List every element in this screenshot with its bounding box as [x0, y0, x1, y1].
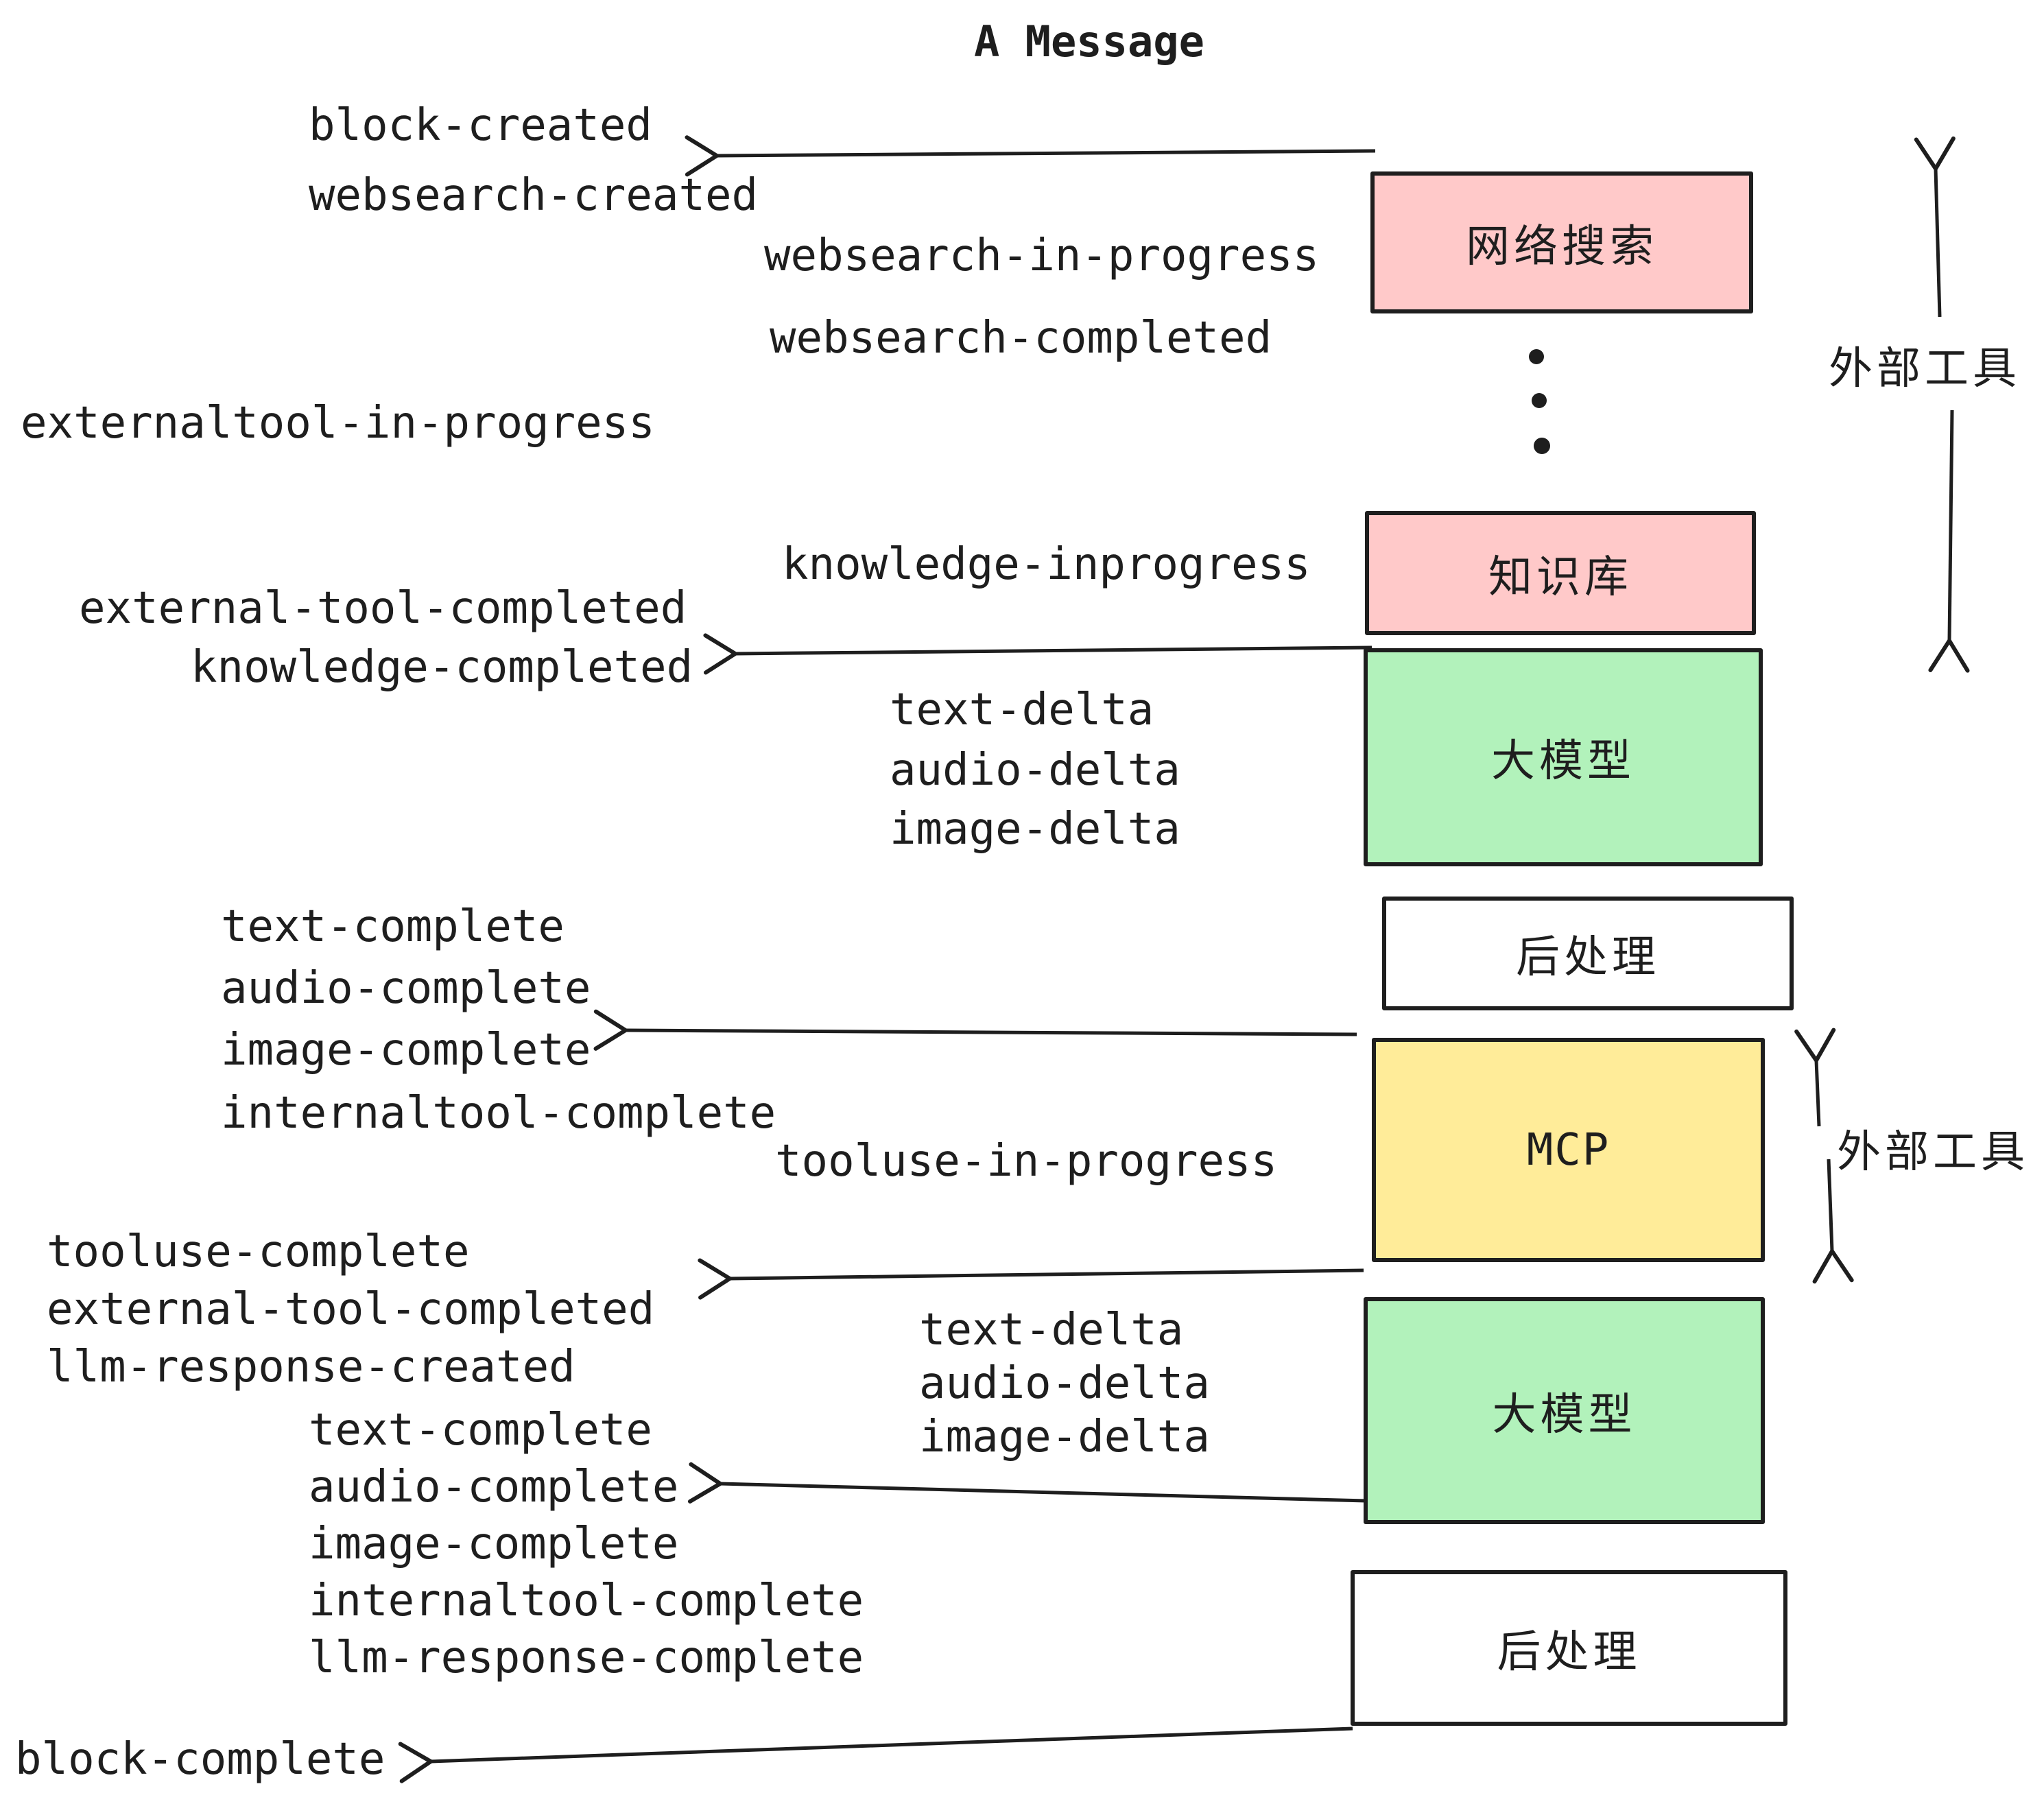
box-llm-2: 大模型 [1364, 1297, 1765, 1524]
event-websearch-created: websearch-created [309, 170, 759, 221]
event-image-delta-1: image-delta [890, 804, 1180, 855]
event-audio-delta-1: audio-delta [890, 745, 1180, 796]
ellipsis-dot [1534, 438, 1550, 454]
box-postprocess-1: 后处理 [1382, 897, 1794, 1010]
event-llm-response-created: llm-response-created [47, 1342, 575, 1392]
event-websearch-in-progress: websearch-in-progress [764, 230, 1320, 281]
arrow-external-tools-up-1 [1914, 136, 1956, 318]
event-knowledge-inprogress: knowledge-inprogress [782, 539, 1311, 590]
event-image-complete-2: image-complete [309, 1519, 679, 1569]
arrow-external-tools-down-2 [1812, 1159, 1854, 1284]
box-websearch-label: 网络搜索 [1466, 221, 1658, 272]
ellipsis-dot [1532, 393, 1547, 408]
event-llm-response-complete: llm-response-complete [309, 1633, 864, 1683]
arrow-external-tools-up-2 [1794, 1028, 1836, 1127]
event-internaltool-complete-1: internaltool-complete [221, 1088, 776, 1139]
box-llm-1: 大模型 [1364, 648, 1763, 866]
box-llm-1-label: 大模型 [1491, 736, 1635, 787]
arrow-block-complete [398, 1726, 1353, 1783]
ellipsis-dot [1529, 349, 1544, 364]
external-tools-label-bottom: 外部工具 [1837, 1127, 2029, 1178]
box-knowledge: 知识库 [1365, 511, 1756, 635]
arrow-knowledge-completed [703, 633, 1372, 675]
event-audio-complete-1: audio-complete [221, 963, 591, 1014]
event-block-complete: block-complete [15, 1734, 385, 1785]
event-text-delta-2: text-delta [919, 1305, 1184, 1355]
event-websearch-completed: websearch-completed [770, 313, 1272, 364]
event-tooluse-complete: tooluse-complete [47, 1226, 470, 1277]
diagram-title: A Message [974, 16, 1204, 67]
event-block-created: block-created [309, 100, 652, 151]
arrow-websearch-created [685, 135, 1376, 177]
box-postprocess-1-label: 后处理 [1516, 932, 1660, 983]
box-postprocess-2-label: 后处理 [1497, 1626, 1641, 1678]
box-mcp-label: MCP [1526, 1124, 1611, 1176]
event-knowledge-completed: knowledge-completed [191, 642, 693, 693]
event-external-tool-completed: external-tool-completed [79, 583, 687, 634]
event-text-complete-1: text-complete [221, 901, 565, 952]
event-externaltool-in-progress: externaltool-in-progress [21, 398, 655, 449]
event-image-complete-1: image-complete [221, 1025, 591, 1076]
external-tools-label-top: 外部工具 [1829, 344, 2021, 394]
event-audio-delta-2: audio-delta [919, 1358, 1210, 1409]
event-image-delta-2: image-delta [919, 1412, 1210, 1462]
box-postprocess-2: 后处理 [1351, 1570, 1787, 1726]
arrow-internal-complete [593, 1009, 1357, 1051]
box-websearch: 网络搜索 [1370, 171, 1753, 313]
arrow-external-tools-down-1 [1928, 410, 1970, 673]
event-internaltool-complete-2: internaltool-complete [309, 1576, 864, 1626]
box-knowledge-label: 知识库 [1488, 551, 1632, 603]
arrow-tooluse-complete [698, 1258, 1364, 1300]
box-mcp: MCP [1372, 1038, 1765, 1262]
arrow-audio-complete [687, 1462, 1367, 1504]
event-external-tool-completed-2: external-tool-completed [47, 1284, 655, 1335]
event-audio-complete-2: audio-complete [309, 1462, 679, 1512]
event-tooluse-in-progress: tooluse-in-progress [775, 1136, 1278, 1187]
event-text-delta-1: text-delta [890, 685, 1154, 735]
event-text-complete-2: text-complete [309, 1405, 652, 1456]
box-llm-2-label: 大模型 [1492, 1389, 1637, 1440]
